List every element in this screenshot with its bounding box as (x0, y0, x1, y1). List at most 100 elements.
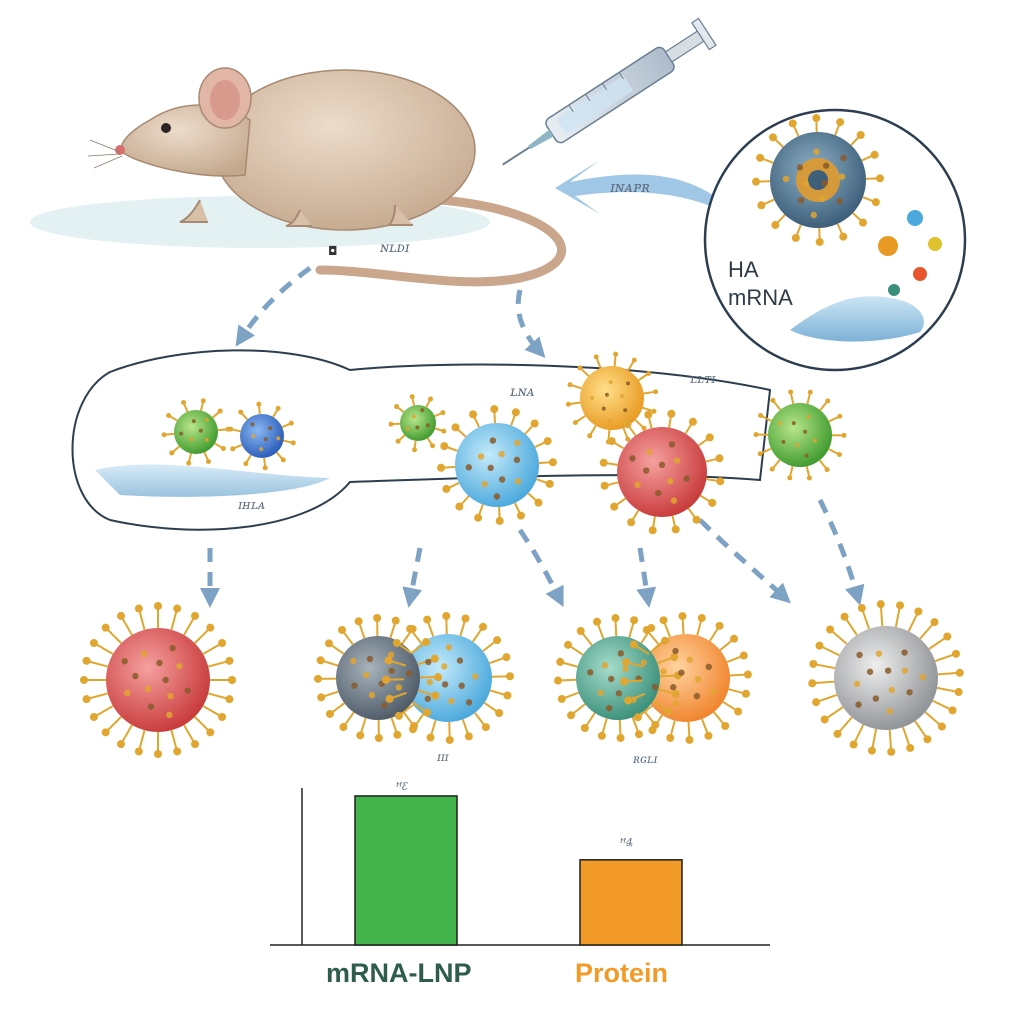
spike-tip (238, 409, 244, 415)
spike-tip (752, 177, 761, 186)
spike-tip (474, 513, 483, 522)
spike-tip (385, 694, 394, 703)
spike-tip (275, 405, 281, 411)
spike-tip (316, 656, 325, 665)
surface-dot (489, 437, 497, 444)
spike-tip (516, 511, 525, 520)
spike-tip (648, 726, 657, 735)
surface-dot (806, 414, 811, 419)
surface-dot (513, 456, 521, 464)
mouse-illustration (87, 67, 567, 287)
surface-dot (498, 450, 505, 458)
surface-dot (840, 154, 847, 162)
spike-tip (840, 612, 849, 621)
surface-dot (686, 656, 693, 663)
spike-tip (646, 371, 652, 377)
surface-dot (590, 395, 595, 400)
spike-tip (493, 636, 502, 645)
spike-tip (630, 616, 639, 625)
spike-tip (815, 641, 824, 650)
spike-tip (101, 623, 110, 632)
spike-tip (642, 625, 651, 634)
spike-tip (678, 612, 687, 621)
surface-dot (587, 669, 594, 676)
spike-tip (338, 625, 347, 634)
spike-tip (692, 515, 701, 524)
spike-tip (423, 708, 432, 717)
spike-tip (411, 447, 417, 453)
spike-tip (440, 410, 446, 416)
spike-tip (117, 611, 125, 620)
surface-dot (415, 425, 420, 430)
spike-tip (394, 711, 403, 720)
spike-tip (191, 740, 199, 749)
surface-dot (821, 179, 828, 187)
spike-tip (824, 467, 830, 473)
surface-dot (660, 668, 667, 675)
spike-tip (833, 729, 842, 738)
virion-pair-grey-blue (336, 634, 492, 722)
spike-tip (565, 401, 571, 407)
flow-arrows (200, 265, 865, 608)
spike-tip (770, 397, 776, 403)
surface-dot (167, 692, 174, 700)
spike-tip (631, 357, 637, 363)
spike-tip (741, 689, 750, 698)
surface-dot (405, 426, 410, 431)
spike-tip (716, 477, 725, 486)
spike-tip (393, 730, 402, 739)
mid-scribble-2: ʟʟᴛɪ (690, 372, 716, 387)
cloud-virus-green-right (768, 403, 832, 467)
surface-dot (605, 705, 613, 712)
surface-dot (514, 478, 522, 485)
spike-tip (671, 690, 680, 699)
surface-dot (646, 448, 653, 456)
spike-tip (426, 733, 435, 742)
surface-dot (886, 707, 893, 715)
cloud-scribble: ɪʜʟᴀ (238, 498, 266, 513)
row2-scribble-a: ɪɪɪ (437, 750, 449, 764)
spike-tip (225, 656, 234, 665)
spike-tip (667, 409, 676, 418)
arrow-scribble: ɪɴᴀᴘʀ (610, 178, 650, 196)
spike-tip (451, 423, 460, 432)
spike-tip (876, 600, 885, 609)
spike-tip (317, 693, 326, 702)
surface-dot (388, 667, 395, 675)
spike-tip (807, 389, 813, 395)
surface-dot (693, 692, 701, 700)
surface-dot (514, 439, 521, 447)
spike-tip (324, 639, 333, 648)
spike-tip (641, 425, 647, 431)
cloud-virus-red (617, 427, 707, 517)
surface-dot (795, 443, 800, 448)
spike-tip (708, 498, 717, 507)
cell-cloud-outline (71, 349, 772, 531)
surface-dot (250, 422, 255, 427)
spike-tip (624, 696, 633, 705)
surface-dot (667, 477, 674, 485)
spike-tip (495, 516, 504, 525)
surface-dot (901, 649, 908, 656)
surface-dot (147, 703, 155, 710)
surface-dot (813, 148, 820, 155)
surface-dot (625, 381, 630, 386)
spike-tip (743, 670, 752, 679)
spike-tip (262, 465, 268, 471)
spike-tip (730, 634, 739, 643)
surface-dot (267, 426, 272, 431)
spike-tip (409, 394, 415, 400)
spike-tip (954, 688, 963, 697)
spike-tip (154, 602, 162, 610)
syringe-illustration (502, 17, 717, 166)
surface-dot (477, 453, 485, 460)
spike-tip (923, 735, 932, 744)
surface-dot (124, 689, 131, 697)
surface-dot (673, 457, 681, 464)
surface-dot (363, 671, 370, 679)
spike-tip (543, 437, 552, 446)
spike-tip (791, 233, 800, 242)
surface-dot (623, 408, 628, 413)
spike-tip (464, 732, 473, 741)
spike-tip (545, 479, 554, 488)
